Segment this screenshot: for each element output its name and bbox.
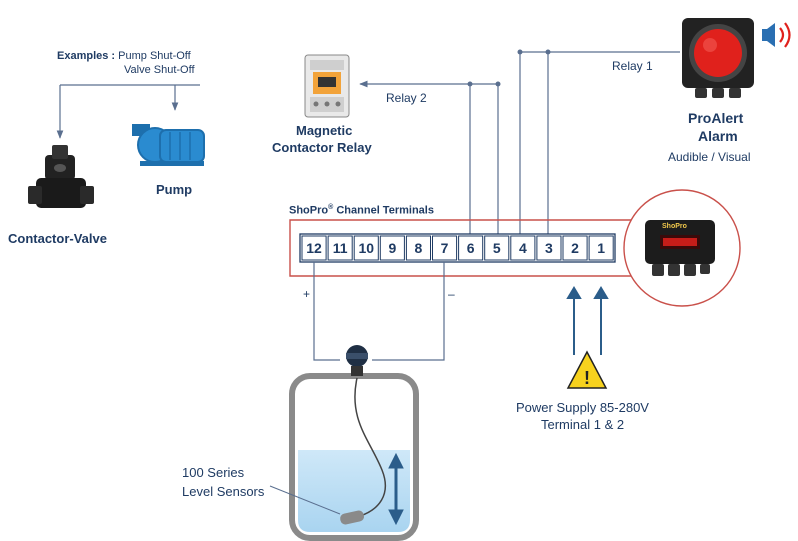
alarm-icon <box>682 18 754 98</box>
terminal-cell <box>301 235 327 261</box>
speaker-icon <box>762 22 791 48</box>
terminal-number: 12 <box>306 240 322 256</box>
controller-icon <box>645 220 715 276</box>
terminal-number: 1 <box>597 240 605 256</box>
terminal-number: 8 <box>415 240 423 256</box>
terminal-strip: 12 11 10 9 8 7 6 5 4 3 2 1 <box>301 235 614 261</box>
terminals-title: ShoPro® Channel Terminals <box>289 204 434 217</box>
terminal-number: 10 <box>358 240 374 256</box>
terminal-number: 7 <box>441 240 449 256</box>
contactor-title-2: Contactor Relay <box>272 140 372 155</box>
controller-brand: ShoPro <box>662 223 687 230</box>
sensor-probe-icon <box>340 510 365 525</box>
terminal-number: 9 <box>388 240 396 256</box>
sensor-head-icon <box>346 345 368 376</box>
terminal-cell <box>353 235 379 261</box>
terminals-title-brand: ShoPro <box>289 204 329 217</box>
terminal-cell <box>588 235 614 261</box>
terminals-title-mark: ® <box>328 204 334 211</box>
contactor-title-1: Magnetic <box>296 123 353 138</box>
terminals-title-suffix: Channel Terminals <box>333 204 434 217</box>
examples-line1: Pump Shut-Off <box>118 50 191 62</box>
pump-icon <box>132 124 205 166</box>
examples-line2: Valve Shut-Off <box>124 64 195 76</box>
warning-mark: ! <box>584 368 590 388</box>
terminal-number: 6 <box>467 240 475 256</box>
wire-junctions <box>467 49 551 87</box>
valve-icon <box>28 145 94 208</box>
terminal-number: 5 <box>493 240 501 256</box>
contactor-icon <box>304 54 350 118</box>
sensor-label-1: 100 Series <box>182 465 245 480</box>
examples-prefix: Examples : <box>57 50 116 62</box>
terminal-number: 2 <box>571 240 579 256</box>
terminal-plus-sign: + <box>303 287 310 301</box>
level-arrow <box>388 452 404 526</box>
terminal-cell <box>562 235 588 261</box>
sensor-leader-line <box>269 485 341 515</box>
terminal-number: 4 <box>519 240 527 256</box>
terminal-cell <box>379 235 405 261</box>
alarm-title-2: Alarm <box>698 128 738 144</box>
valve-label: Contactor-Valve <box>8 231 107 246</box>
power-arrows <box>566 286 609 355</box>
sensor-cable <box>354 377 387 517</box>
terminal-cell <box>536 235 562 261</box>
terminal-cell <box>510 235 536 261</box>
terminal-minus-sign: – <box>448 287 455 301</box>
terminal-cell <box>432 235 458 261</box>
examples-label: Examples : Pump Shut-Off <box>57 50 191 62</box>
power-label-1: Power Supply 85-280V <box>516 400 649 415</box>
terminal-number: 3 <box>545 240 553 256</box>
examples-wires <box>56 84 200 139</box>
terminal-cell <box>405 235 431 261</box>
alarm-title-1: ProAlert <box>688 110 744 126</box>
sensor-wires <box>313 262 445 361</box>
terminal-cell <box>327 235 353 261</box>
sensor-label-2: Level Sensors <box>182 484 265 499</box>
relay-2-label: Relay 2 <box>386 91 427 105</box>
warning-icon <box>566 350 608 389</box>
tank <box>289 373 419 541</box>
terminal-cell <box>458 235 484 261</box>
relay-1-label: Relay 1 <box>612 59 653 73</box>
terminal-cell <box>484 235 510 261</box>
pump-label: Pump <box>156 182 193 197</box>
alarm-subtitle: Audible / Visual <box>668 150 751 164</box>
terminal-number: 11 <box>333 240 348 256</box>
power-label-2: Terminal 1 & 2 <box>541 417 625 432</box>
